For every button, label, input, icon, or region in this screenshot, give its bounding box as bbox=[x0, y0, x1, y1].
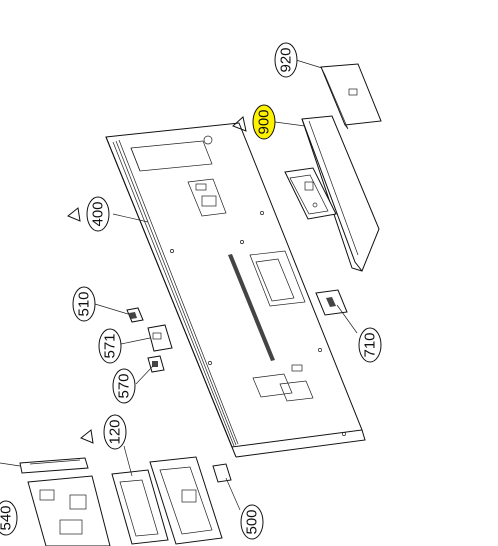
bracket-510 bbox=[126, 307, 144, 323]
callout-400: 400 bbox=[86, 196, 110, 232]
callout-920: 920 bbox=[274, 42, 298, 78]
module-120 bbox=[111, 469, 169, 545]
main-board-540 bbox=[27, 475, 111, 546]
svg-text:510: 510 bbox=[76, 291, 93, 316]
callout-900: 900 bbox=[252, 104, 276, 140]
stand-base-900 bbox=[284, 115, 380, 272]
part-500 bbox=[212, 463, 232, 483]
callout-500: 500 bbox=[240, 504, 264, 540]
svg-text:400: 400 bbox=[90, 201, 107, 226]
plate-710 bbox=[315, 289, 348, 316]
callout-571: 571 bbox=[98, 328, 122, 364]
svg-text:900: 900 bbox=[256, 109, 273, 134]
svg-text:120: 120 bbox=[107, 419, 124, 444]
callout-510: 510 bbox=[72, 286, 96, 322]
board-frame bbox=[149, 456, 223, 545]
warning-triangle-icons bbox=[67, 116, 247, 444]
svg-text:710: 710 bbox=[362, 332, 379, 357]
bracket-571 bbox=[147, 324, 173, 352]
svg-text:570: 570 bbox=[116, 373, 133, 398]
rear-cover-400 bbox=[105, 122, 366, 458]
svg-text:571: 571 bbox=[102, 333, 119, 358]
svg-text:540: 540 bbox=[0, 505, 15, 530]
leader-lines bbox=[0, 59, 358, 511]
svg-text:500: 500 bbox=[244, 509, 261, 534]
callout-570: 570 bbox=[112, 368, 136, 404]
back-plate-920 bbox=[320, 63, 382, 130]
callout-120: 120 bbox=[103, 414, 127, 450]
callout-540: 540 bbox=[0, 500, 18, 536]
bracket-570 bbox=[147, 355, 165, 373]
speaker-bar bbox=[19, 457, 89, 474]
svg-text:920: 920 bbox=[278, 47, 295, 72]
callout-710: 710 bbox=[358, 327, 382, 363]
